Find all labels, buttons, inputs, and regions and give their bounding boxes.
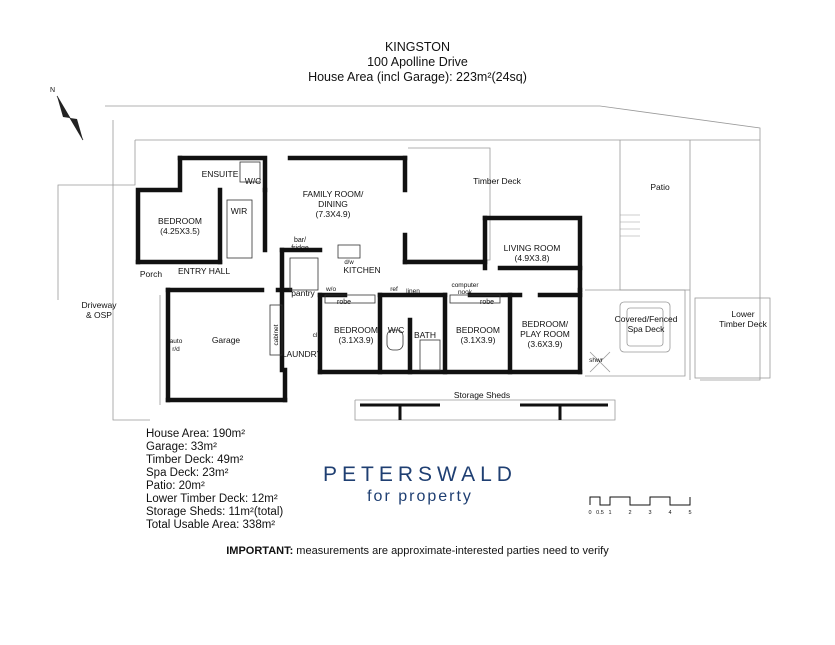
label-dining: DINING — [318, 199, 348, 209]
scale-label-2: 2 — [628, 510, 631, 516]
fixtures — [226, 161, 501, 371]
label-timber-deck: Timber Deck — [473, 176, 522, 186]
stat-timber-deck: Timber Deck: 49m² — [146, 454, 244, 466]
label-bedroom-main: BEDROOM — [158, 216, 202, 226]
label-family-room: FAMILY ROOM/ — [303, 189, 364, 199]
plan-suburb: KINGSTON — [384, 40, 451, 54]
label-bedroom-2: BEDROOM — [334, 325, 378, 335]
label-osp: & OSP — [86, 310, 112, 320]
label-fridge: fridge — [291, 245, 309, 252]
label-robe-1: robe — [337, 299, 351, 306]
plan-house-area: House Area (incl Garage): 223m²(24sq) — [308, 70, 527, 84]
label-bedroom-3-size: (3.1X3.9) — [461, 335, 496, 345]
label-play-room-size: (3.6X3.9) — [528, 339, 563, 349]
label-living-size: (4.9X3.8) — [515, 253, 550, 263]
label-play-room: PLAY ROOM — [520, 329, 570, 339]
label-ref: ref — [390, 286, 398, 293]
stat-storage-sheds: Storage Sheds: 11m²(total) — [146, 506, 284, 518]
stat-lower-timber-deck: Lower Timber Deck: 12m² — [146, 493, 278, 505]
label-spa-deck: Spa Deck — [628, 324, 666, 334]
label-bar: bar/ — [294, 237, 306, 244]
stat-total-usable: Total Usable Area: 338m² — [146, 519, 276, 531]
disclaimer-text: measurements are approximate-interested … — [293, 545, 609, 557]
disclaimer: IMPORTANT: measurements are approximate-… — [0, 545, 835, 557]
scale-label-05: 0.5 — [596, 510, 604, 516]
label-garage: Garage — [212, 335, 241, 345]
label-laundry: LAUNDRY — [282, 349, 323, 359]
label-linen: linen — [406, 288, 420, 295]
area-stats: House Area: 190m² Garage: 33m² Timber De… — [146, 428, 283, 532]
label-shwr: shwr — [589, 357, 604, 364]
scale-bar: 0 0.5 1 2 3 4 5 — [588, 496, 692, 516]
label-wc-mid: W/C — [388, 325, 405, 335]
label-family-size: (7.3X4.9) — [316, 209, 351, 219]
label-bedroom-2-size: (3.1X3.9) — [339, 335, 374, 345]
north-arrow-icon: N — [50, 87, 84, 141]
stat-garage: Garage: 33m² — [146, 441, 217, 453]
site-outline — [57, 105, 771, 421]
disclaimer-label: IMPORTANT: — [226, 545, 294, 557]
label-ensuite: ENSUITE — [202, 169, 239, 179]
label-spa-covered: Covered/Fenced — [615, 314, 678, 324]
label-kitchen: KITCHEN — [343, 265, 380, 275]
scale-label-4: 4 — [668, 510, 671, 516]
stat-spa-deck: Spa Deck: 23m² — [146, 467, 229, 479]
label-wo: w/o — [325, 286, 337, 293]
label-bedroom-3: BEDROOM — [456, 325, 500, 335]
label-storage-sheds: Storage Sheds — [454, 390, 510, 400]
label-cabinet: cabinet — [273, 324, 280, 345]
label-nook: nook — [458, 289, 473, 296]
brand-logo: PETERSWALD — [323, 463, 517, 486]
north-label: N — [50, 87, 55, 94]
label-dw: d/w — [344, 260, 354, 266]
label-auto: auto — [170, 338, 183, 345]
label-lower: Lower — [731, 309, 754, 319]
label-driveway: Driveway — [82, 300, 118, 310]
label-entry-hall: ENTRY HALL — [178, 266, 230, 276]
plan-address: 100 Apolline Drive — [367, 55, 468, 69]
scale-label-5: 5 — [688, 510, 691, 516]
label-pantry: pantry — [291, 288, 315, 298]
label-wc-ensuite: W/C — [245, 176, 262, 186]
label-computer: computer — [451, 282, 479, 289]
stat-patio: Patio: 20m² — [146, 480, 205, 492]
stat-house-area: House Area: 190m² — [146, 428, 246, 440]
label-porch: Porch — [140, 269, 162, 279]
label-bedroom-play: BEDROOM/ — [522, 319, 569, 329]
label-living-room: LIVING ROOM — [504, 243, 561, 253]
label-wir: WIR — [231, 206, 248, 216]
brand-tagline: for property — [367, 488, 473, 505]
label-cl: cl — [313, 332, 318, 339]
label-lower-deck: Timber Deck — [719, 319, 768, 329]
scale-label-0: 0 — [588, 510, 591, 516]
deck-steps — [620, 214, 640, 237]
label-bedroom-main-size: (4.25X3.5) — [160, 226, 200, 236]
label-rd: r/d — [172, 346, 180, 353]
scale-label-1: 1 — [608, 510, 611, 516]
scale-label-3: 3 — [648, 510, 651, 516]
label-patio: Patio — [650, 182, 670, 192]
label-bath: BATH — [414, 330, 436, 340]
storage-sheds — [360, 403, 608, 420]
label-robe-2: robe — [480, 299, 494, 306]
